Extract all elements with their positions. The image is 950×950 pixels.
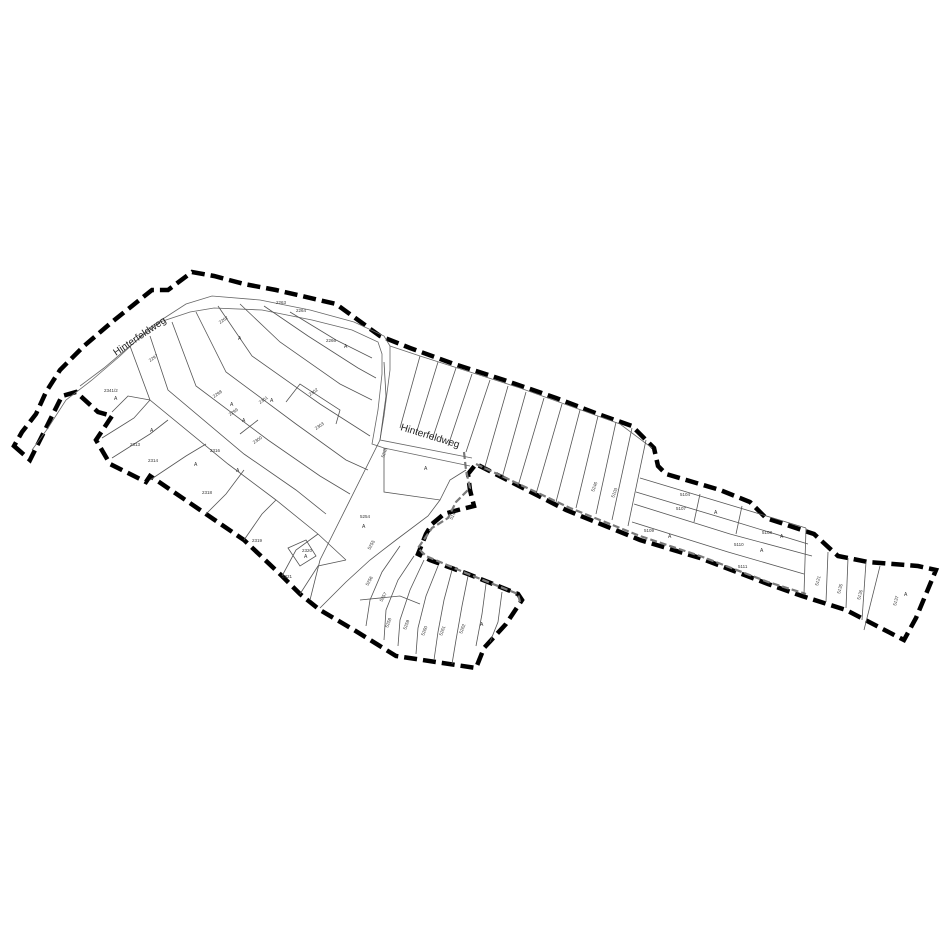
parcel-letter: A bbox=[230, 402, 234, 408]
parcel-letter: A bbox=[780, 534, 784, 540]
parcel-number: 5137 bbox=[892, 595, 900, 606]
parcel-letter: A bbox=[362, 524, 366, 530]
parcel-number: 5111 bbox=[738, 564, 748, 569]
parcel-number: 2298 bbox=[212, 389, 224, 399]
inner-boundary bbox=[416, 451, 807, 603]
parcel-letter: A bbox=[194, 462, 198, 468]
parcel-number: 2266 bbox=[326, 338, 337, 343]
road-edge bbox=[79, 307, 471, 467]
parcel-number: 2321 bbox=[282, 574, 293, 579]
parcel-lines-east bbox=[399, 355, 881, 631]
parcel-number: 5261 bbox=[438, 625, 446, 637]
parcel-letter: A bbox=[238, 336, 242, 342]
parcel-number: 2320 bbox=[302, 548, 313, 553]
parcel-lines-central bbox=[309, 361, 503, 665]
parcel-number: 2300 bbox=[252, 435, 264, 445]
parcel-lines-west bbox=[101, 303, 377, 595]
parcel-number: 5121 bbox=[814, 575, 822, 586]
road-edge bbox=[31, 295, 473, 459]
parcel-number: 5256 bbox=[365, 575, 375, 587]
parcel-letter: A bbox=[242, 418, 246, 424]
parcel-number: 2263 bbox=[276, 300, 287, 305]
parcel-number: 5104 bbox=[680, 492, 691, 497]
parcel-letter: A bbox=[304, 554, 308, 560]
street-label-west: Hinterfeldweg bbox=[112, 315, 169, 358]
parcel-number: 2314 bbox=[148, 458, 159, 463]
parcel-letter: A bbox=[114, 396, 118, 402]
parcel-number: 5257 bbox=[379, 591, 389, 603]
parcel-number: 5109 bbox=[644, 528, 655, 533]
parcel-number: 5107 bbox=[676, 506, 687, 511]
parcel-letter: A bbox=[904, 592, 908, 598]
parcel-number: 5108 bbox=[762, 530, 773, 535]
parcel-number: 2262 bbox=[218, 315, 230, 325]
parcel-number: 2319 bbox=[252, 538, 263, 543]
parcel-number: 5136 bbox=[856, 589, 864, 600]
parcel-number: 5258 bbox=[384, 617, 392, 629]
parcel-number: 2316 bbox=[210, 448, 221, 453]
parcel-letter: A bbox=[236, 468, 240, 474]
parcel-number: 5262 bbox=[458, 623, 466, 635]
parcel-number: 5246 bbox=[590, 481, 598, 493]
parcel-number: 5259 bbox=[402, 619, 410, 631]
parcel-number: 5260 bbox=[420, 625, 428, 637]
parcel-letter: A bbox=[760, 548, 764, 554]
parcel-letter: A bbox=[344, 344, 348, 350]
parcel-letter: A bbox=[480, 622, 484, 628]
area-boundary bbox=[11, 269, 940, 671]
parcel-number: 2318 bbox=[202, 490, 213, 495]
parcel-letter: A bbox=[424, 466, 428, 472]
parcel-letter: A bbox=[270, 398, 274, 404]
parcel-number: 2301 bbox=[258, 395, 270, 405]
parcel-number: 5110 bbox=[734, 542, 744, 547]
parcel-number: 2264 bbox=[296, 308, 307, 313]
parcel-number: 2297 bbox=[148, 353, 160, 363]
parcel-letter: A bbox=[714, 510, 718, 516]
street-label-east: Hinterfeldweg bbox=[399, 422, 461, 450]
parcel-number: 2313 bbox=[130, 442, 141, 447]
parcel-letter: A bbox=[668, 534, 672, 540]
parcel-letter: A bbox=[150, 428, 154, 434]
parcel-number: 5141 bbox=[449, 509, 459, 521]
parcel-number: 2303 bbox=[314, 421, 326, 431]
parcel-number: 5254 bbox=[360, 514, 371, 519]
parcel-number: 5248 bbox=[380, 447, 388, 459]
parcel-number: 5103 bbox=[610, 487, 618, 499]
parcel-number: 5255 bbox=[367, 539, 377, 551]
parcel-number: 2299 bbox=[228, 407, 240, 417]
parcel-number: 5135 bbox=[836, 583, 844, 594]
parcel-number: 2341/2 bbox=[104, 388, 118, 393]
parcel-number: 2302 bbox=[308, 387, 320, 397]
parcel-labels: 2341/2 A 2313 2314 A 2316 A 2318 A 2319 … bbox=[104, 300, 908, 636]
